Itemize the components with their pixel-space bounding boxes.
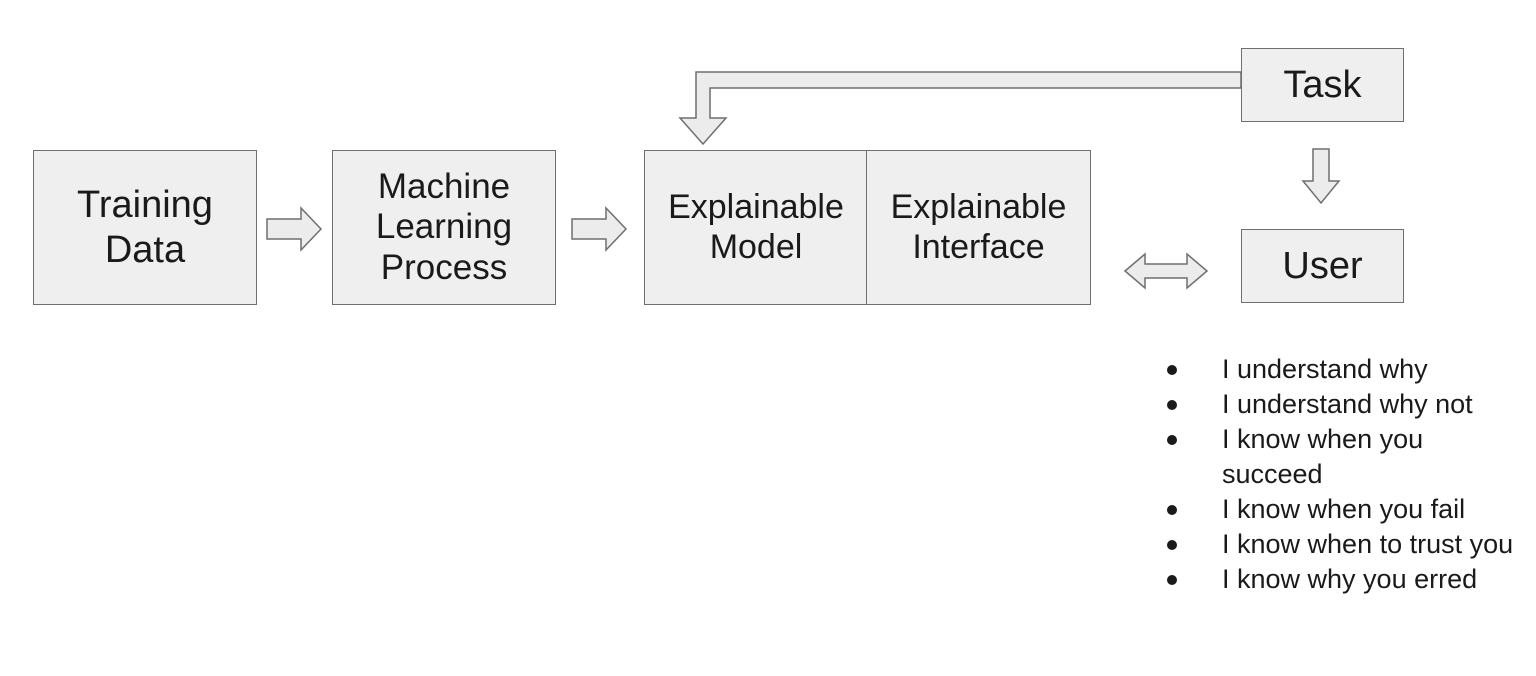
benefit-item: I know when you fail bbox=[1160, 492, 1520, 527]
user-label: User bbox=[1282, 244, 1363, 287]
task-box: Task bbox=[1241, 48, 1404, 122]
task-to-model-arrow bbox=[678, 71, 1242, 146]
training-data-label: Training Data bbox=[77, 184, 213, 271]
interface-user-bidirectional-arrow bbox=[1123, 252, 1209, 290]
task-to-user-arrow bbox=[1301, 148, 1341, 205]
benefit-item: I know when to trust you bbox=[1160, 527, 1520, 562]
explainable-model-label: Explainable Model bbox=[668, 188, 844, 266]
benefit-item: I understand why bbox=[1160, 352, 1520, 387]
ml-process-box: Machine Learning Process bbox=[332, 150, 556, 305]
training-data-box: Training Data bbox=[33, 150, 257, 305]
ml-process-label: Machine Learning Process bbox=[375, 166, 513, 287]
benefit-item: I know when you succeed bbox=[1160, 422, 1520, 492]
user-box: User bbox=[1241, 229, 1404, 303]
benefit-item: I understand why not bbox=[1160, 387, 1520, 422]
explainable-model-box: Explainable Model bbox=[644, 150, 868, 305]
explainable-interface-box: Explainable Interface bbox=[866, 150, 1091, 305]
ml-to-model-arrow bbox=[571, 206, 628, 252]
training-to-ml-arrow bbox=[266, 206, 323, 252]
explainable-interface-label: Explainable Interface bbox=[890, 188, 1067, 266]
benefit-item: I know why you erred bbox=[1160, 562, 1520, 597]
task-label: Task bbox=[1283, 63, 1362, 106]
